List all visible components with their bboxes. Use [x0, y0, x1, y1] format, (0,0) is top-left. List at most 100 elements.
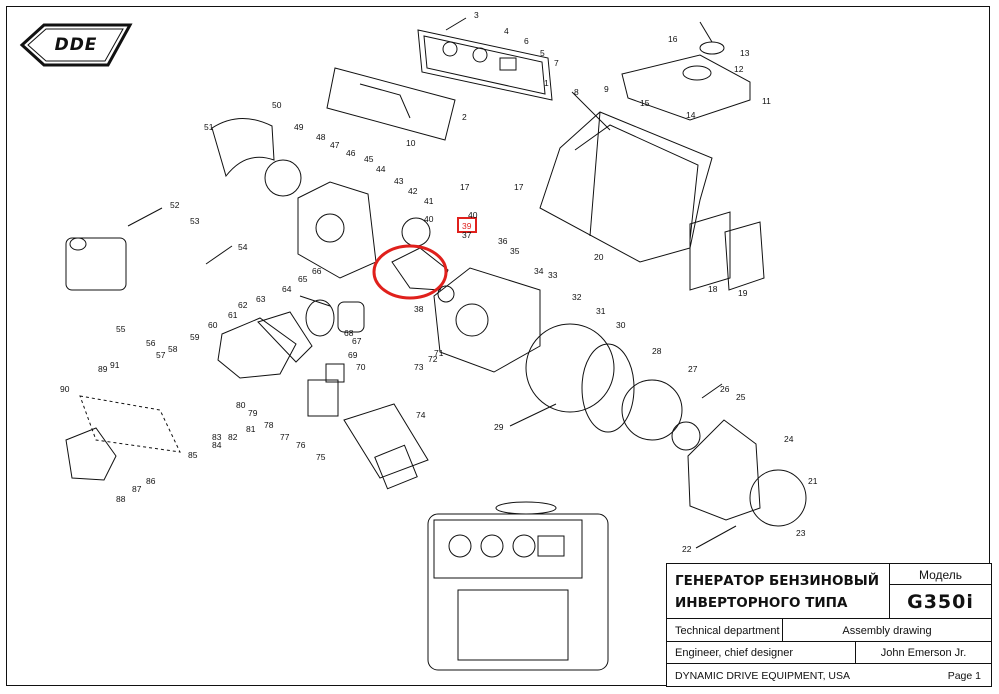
gen-meter: [537, 535, 565, 557]
part-label-9: 9: [604, 84, 609, 94]
part-label-67: 66: [312, 266, 322, 276]
part-label-43: 42: [408, 186, 418, 196]
part-label-41: 40: [424, 214, 434, 224]
part-label-54: 53: [190, 216, 200, 226]
company-name: DYNAMIC DRIVE EQUIPMENT, USA: [675, 670, 851, 682]
part-label-24: 24: [784, 434, 794, 444]
part-label-17a: 17: [460, 182, 470, 192]
part-label-19: 19: [738, 288, 748, 298]
part-label-75: 74: [416, 410, 426, 420]
part-label-4: 4: [504, 26, 509, 36]
part-label-34: 34: [534, 266, 544, 276]
part-label-64: 63: [256, 294, 266, 304]
piston-pin-part: [299, 295, 331, 307]
leader-22: [695, 525, 737, 549]
part-label-6: 6: [524, 36, 529, 46]
part-label-48: 47: [330, 140, 340, 150]
air-filter-part: [65, 237, 127, 291]
part-label-60: 59: [190, 332, 200, 342]
generator-panel: [433, 519, 583, 579]
part-label-86: 85: [188, 450, 198, 460]
part-label-53: 52: [170, 200, 180, 210]
leader-8: [571, 91, 611, 131]
gen-fuel-cap: [495, 501, 557, 515]
part-label-49: 48: [316, 132, 326, 142]
part-label-27: 27: [688, 364, 698, 374]
dde-logo: DDE: [18, 22, 134, 68]
part-label-59: 58: [168, 344, 178, 354]
part-label-46: 45: [364, 154, 374, 164]
part-label-90: 89: [98, 364, 108, 374]
cylinder-bore: [455, 303, 489, 337]
part-label-52: 51: [204, 122, 214, 132]
page-number: Page 1: [947, 670, 981, 682]
cylinder-head-part: [217, 317, 297, 379]
side-panel-19: [724, 221, 765, 291]
engine-block-part: [433, 267, 541, 373]
part-label-2: 2: [462, 112, 467, 122]
part-label-30: 30: [616, 320, 626, 330]
part-label-91: 90: [60, 384, 70, 394]
fan-housing-part: [581, 343, 635, 433]
part-label-58: 57: [156, 350, 166, 360]
leader-3: [445, 17, 467, 31]
part-label-85: 84: [212, 440, 222, 450]
rotor-hub-part: [671, 421, 701, 451]
part-label-63: 62: [238, 300, 248, 310]
part-label-66: 65: [298, 274, 308, 284]
leader-29: [509, 403, 557, 427]
part-label-61: 60: [208, 320, 218, 330]
part-label-39: 39: [462, 221, 472, 231]
logo-text: DDE: [54, 35, 98, 55]
rotor-27-part: [621, 379, 683, 441]
part-label-32: 32: [572, 292, 582, 302]
control-panel-part: [417, 29, 553, 101]
drawing-frame: [6, 6, 990, 686]
air-filter-element-part: [343, 403, 429, 479]
company-cell: DYNAMIC DRIVE EQUIPMENT, USA Page 1: [666, 663, 992, 687]
role-cell: Engineer, chief designer: [666, 641, 856, 664]
model-value: G350i: [889, 584, 992, 619]
part-label-88: 87: [132, 484, 142, 494]
part-label-80: 79: [248, 408, 258, 418]
panel-switch: [499, 57, 517, 71]
part-label-40: 40: [468, 210, 478, 220]
model-header: Модель: [889, 563, 992, 585]
carburetor-part: [307, 379, 339, 417]
part-label-72: 71: [434, 348, 444, 358]
part-label-8: 8: [574, 87, 579, 97]
part-label-28: 28: [652, 346, 662, 356]
part-label-44: 43: [394, 176, 404, 186]
part-label-17b: 17: [514, 182, 524, 192]
crankshaft-part: [391, 247, 449, 291]
part-label-7: 7: [554, 58, 559, 68]
part-label-57: 56: [146, 338, 156, 348]
part-label-29: 29: [494, 422, 504, 432]
part-label-3: 3: [474, 10, 479, 20]
part-label-47: 46: [346, 148, 356, 158]
part-label-10: 10: [406, 138, 416, 148]
part-label-35: 35: [510, 246, 520, 256]
title-line-1: ГЕНЕРАТОР БЕНЗИНОВЫЙ: [675, 573, 880, 589]
fuel-cap-top-part: [699, 41, 725, 55]
side-panel-18: [689, 211, 731, 291]
part-label-22: 22: [682, 544, 692, 554]
panel-socket-2: [472, 47, 488, 63]
title-line-2: ИНВЕРТОРНОГО ТИПА: [675, 595, 848, 611]
crankshaft-highlight-circle: [372, 244, 448, 300]
part-label-68: 67: [352, 336, 362, 346]
part-label-87: 86: [146, 476, 156, 486]
piston-rings-part: [305, 299, 335, 337]
gen-socket-3: [512, 534, 536, 558]
gen-engine-bay: [457, 589, 569, 661]
part-label-74: 73: [414, 362, 424, 372]
panel-socket-1: [442, 41, 458, 57]
part-label-78: 77: [280, 432, 290, 442]
generator-outline: [427, 513, 609, 671]
air-inlet-part: [69, 237, 87, 251]
part-label-14: 14: [686, 110, 696, 120]
part-label-1: 1: [544, 78, 549, 88]
part-label-13: 13: [740, 48, 750, 58]
part-label-12: 12: [734, 64, 744, 74]
